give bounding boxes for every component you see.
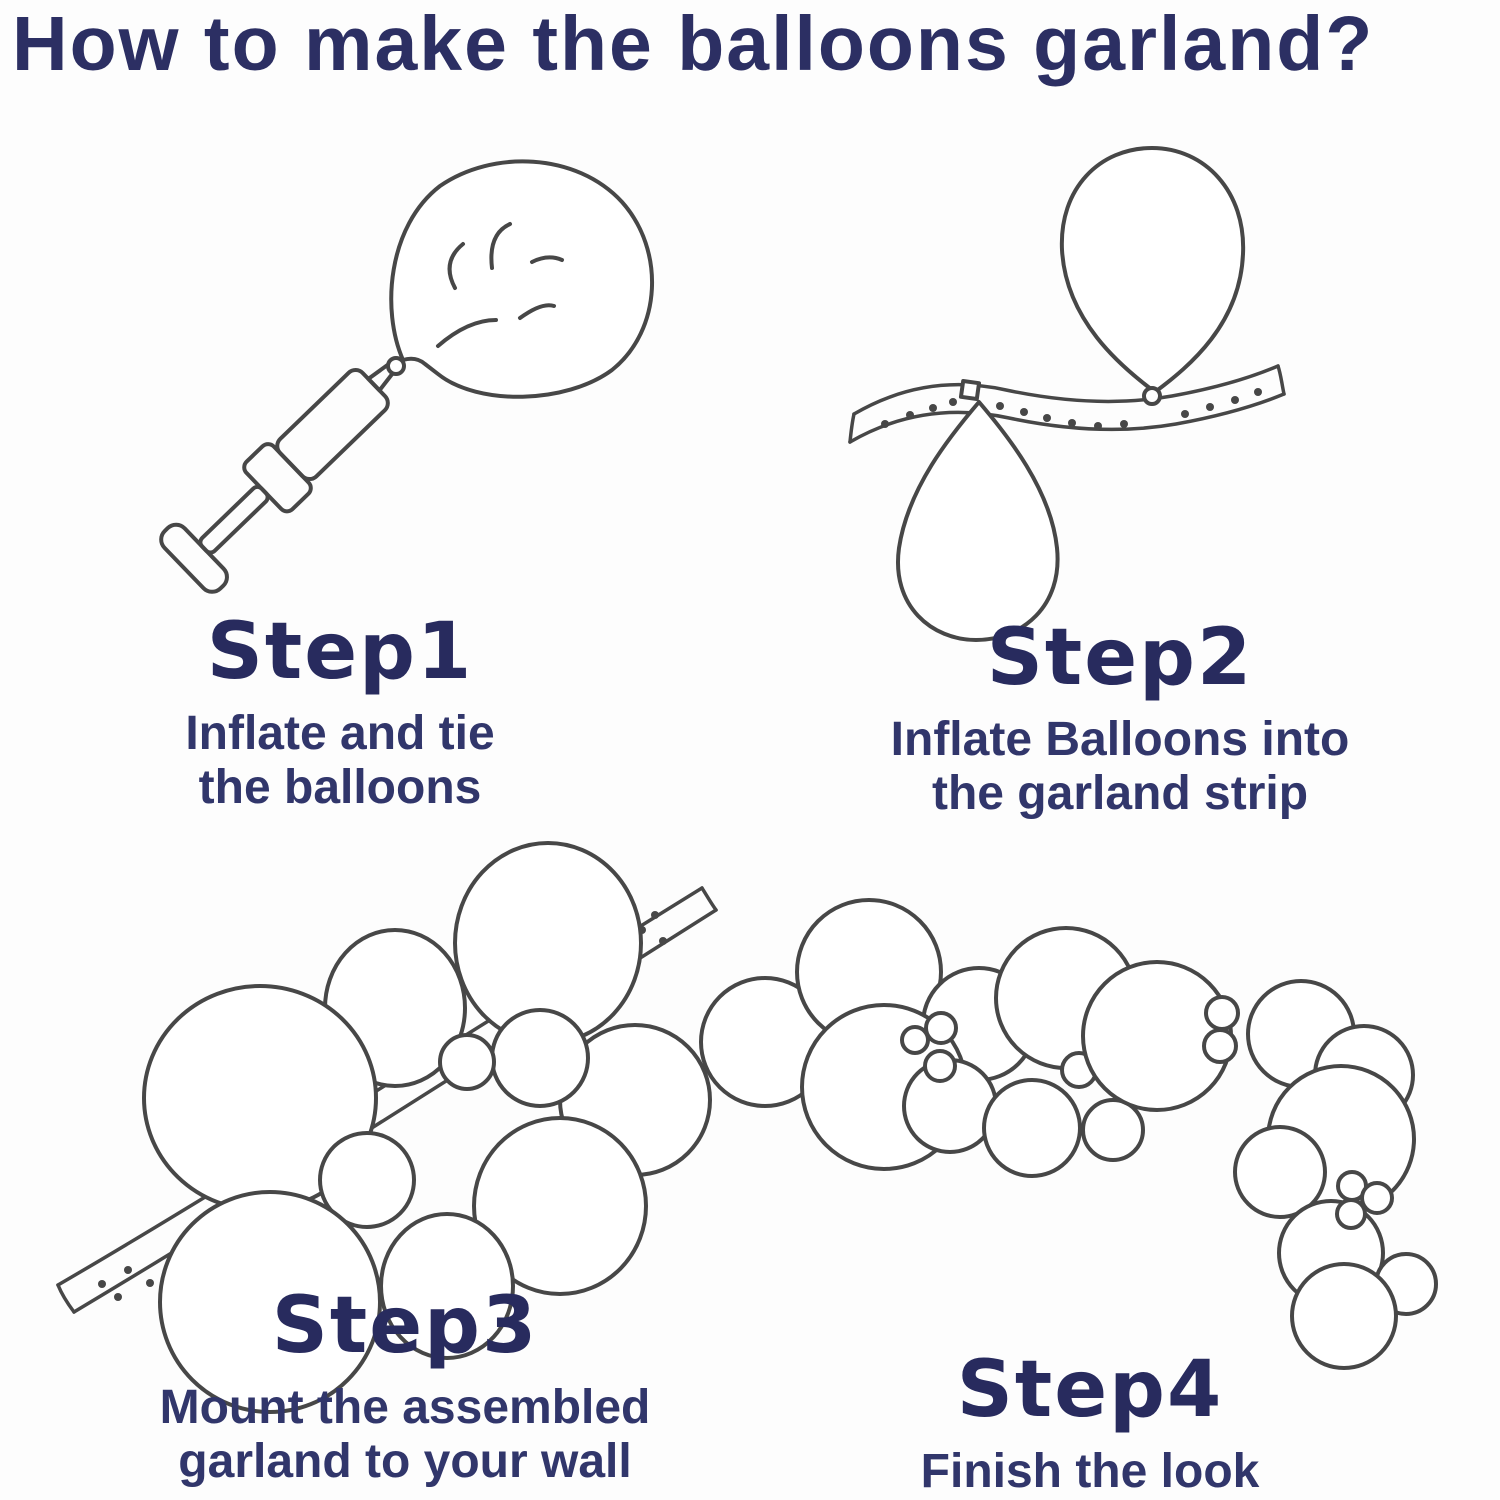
mini-balloon-cluster	[900, 1011, 958, 1083]
top-balloon-on-strip	[1059, 146, 1246, 394]
strip-hole-square	[958, 378, 982, 402]
step2-balloons-on-garland-strip-illustration	[848, 146, 1286, 642]
step4-finished-garland-arch-illustration	[699, 898, 1438, 1370]
step3-assembled-garland-cluster-illustration	[56, 841, 718, 1414]
balloon-neck-knot	[386, 356, 406, 376]
mini-balloon-cluster	[1335, 1170, 1394, 1230]
step4-label: Step4	[956, 1345, 1224, 1435]
strip-hole-dots	[881, 388, 1262, 430]
inflating-balloon-outline	[389, 159, 655, 399]
step3-caption: Step3 Mount the assembled garland to you…	[140, 1281, 670, 1489]
step1-caption: Step1 Inflate and tie the balloons	[80, 607, 600, 815]
arch-balloon	[1081, 1098, 1145, 1162]
balloon-hand-pump-icon	[159, 360, 399, 594]
step1-description: Inflate and tie the balloons	[80, 707, 600, 815]
mini-balloon-cluster	[1202, 995, 1240, 1064]
step2-description-line: the garland strip	[931, 766, 1309, 820]
cluster-balloon-small	[318, 1131, 416, 1229]
step2-label: Step2	[986, 613, 1254, 703]
bottom-balloon-on-strip	[896, 400, 1060, 642]
cluster-balloon	[472, 1116, 648, 1296]
arch-balloon	[982, 1078, 1082, 1178]
page-title: How to make the balloons garland?	[12, 1, 1375, 87]
cluster-balloon-small	[438, 1033, 496, 1091]
pump-rod	[198, 484, 270, 555]
step2-caption: Step2 Inflate Balloons into the garland …	[820, 613, 1420, 821]
step3-description-line: Mount the assembled	[159, 1380, 651, 1434]
arch-balloon	[1290, 1262, 1398, 1370]
air-puff-marks	[436, 222, 564, 348]
step4-description: Finish the look	[820, 1445, 1360, 1499]
garland-strip	[848, 364, 1286, 444]
step3-label: Step3	[271, 1281, 539, 1371]
step1-pump-inflating-balloon-illustration	[159, 159, 655, 594]
strip-hole-dots-left	[98, 1266, 154, 1301]
step2-description-line: Inflate Balloons into	[890, 712, 1350, 766]
balloon-cluster	[142, 841, 712, 1414]
cluster-balloon	[158, 1190, 382, 1414]
step4-caption: Step4 Finish the look	[820, 1345, 1360, 1499]
pump-handle-cap	[159, 522, 229, 594]
step4-description-line: Finish the look	[920, 1444, 1260, 1498]
step1-label: Step1	[206, 607, 474, 697]
step1-description-line: the balloons	[198, 760, 482, 814]
step2-description: Inflate Balloons into the garland strip	[820, 713, 1420, 821]
arch-balloon	[1233, 1125, 1327, 1219]
cluster-balloon	[490, 1008, 590, 1108]
strip-hole-round	[1142, 386, 1162, 406]
step3-description-line: garland to your wall	[178, 1434, 632, 1488]
cluster-balloon	[379, 1212, 515, 1360]
step3-description: Mount the assembled garland to your wall	[140, 1381, 670, 1489]
step1-description-line: Inflate and tie	[185, 706, 495, 760]
